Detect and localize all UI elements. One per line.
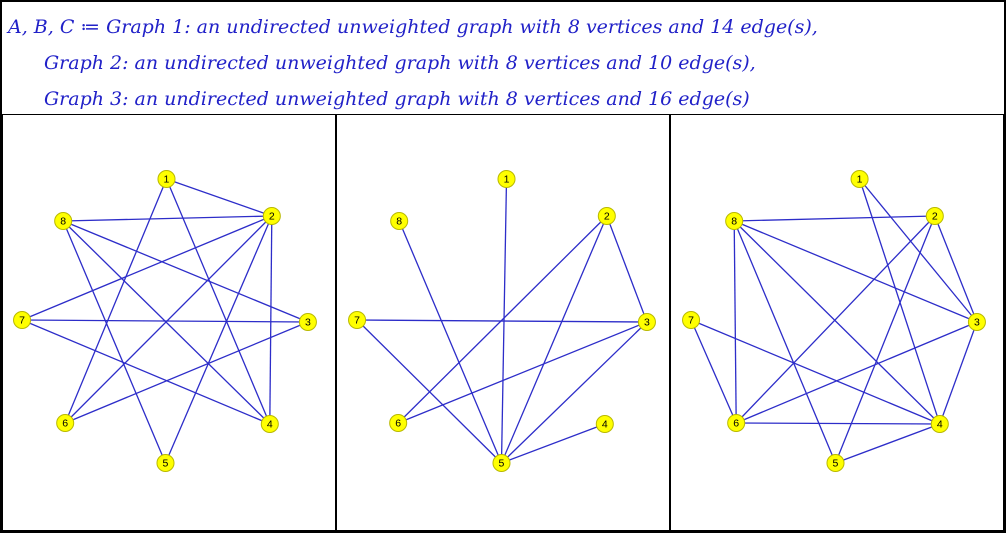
vertex-label-2: 2 [932,211,938,223]
edge-3-8 [62,220,309,323]
vertex-label-7: 7 [354,315,360,327]
vertex-8 [54,212,73,230]
edge-1-4 [165,178,271,425]
vertex-label-8: 8 [60,216,66,228]
vertex-7 [682,311,701,329]
edge-5-8 [62,220,167,464]
edge-2-4 [269,215,273,425]
vertex-7 [348,311,367,329]
edge-1-3 [859,178,978,323]
vertex-label-3: 3 [644,317,650,329]
edge-4-5 [835,423,941,464]
vertex-4 [260,415,279,433]
edge-3-6 [64,321,309,424]
edge-3-5 [501,321,648,464]
edge-1-4 [858,178,941,425]
vertex-label-6: 6 [395,418,401,430]
vertex-label-5: 5 [833,458,839,470]
edge-4-6 [736,422,940,425]
vertex-7 [13,311,32,329]
edge-4-5 [501,423,606,464]
vertex-label-4: 4 [937,419,943,431]
edge-4-7 [690,319,941,425]
vertex-3 [298,313,317,331]
vertex-8 [725,212,744,230]
edge-5-8 [733,220,837,464]
vertex-label-2: 2 [604,211,610,223]
edge-2-5 [500,215,608,464]
vertex-1 [850,170,869,188]
vertex-label-6: 6 [733,418,739,430]
graph-plots-row: 1 2 3 4 5 6 7 8 1 2 3 4 5 6 7 8 1 2 3 4 5 6 7 8 [2,114,1004,531]
graph-3-plot[interactable]: 1 2 3 4 5 6 7 8 [671,115,1003,530]
edge-3-4 [939,321,978,425]
vertex-label-3: 3 [974,317,980,329]
vertex-6 [389,414,408,432]
vertex-label-8: 8 [731,216,737,228]
edge-5-7 [356,319,502,464]
vertex-label-1: 1 [857,174,863,186]
vertex-label-5: 5 [499,458,505,470]
edge-2-8 [63,215,272,222]
vertex-label-7: 7 [19,315,25,327]
vertex-6 [56,414,75,432]
graph-1-plot[interactable]: 1 2 3 4 5 6 7 8 [3,115,335,530]
edge-3-6 [735,321,978,424]
edge-1-6 [64,178,168,424]
vertex-2 [262,207,281,225]
vertex-8 [390,212,409,230]
vertex-5 [492,454,511,472]
edge-2-7 [21,215,273,321]
edge-1-2 [166,178,273,217]
edge-6-8 [733,220,737,424]
edge-4-8 [62,220,271,425]
result-text: A, B, C ≔ Graph 1: an undirected unweigh… [2,2,1004,114]
vertex-label-2: 2 [269,211,275,223]
graph-panel-1: 1 2 3 4 5 6 7 8 [2,114,336,531]
result-line-2: Graph 2: an undirected unweighted graph … [44,52,756,74]
vertex-label-1: 1 [504,174,510,186]
vertex-3 [967,313,986,331]
vertex-2 [597,207,616,225]
vertex-6 [727,414,746,432]
edge-2-3 [934,215,978,323]
edge-2-6 [397,215,608,424]
vertex-label-8: 8 [396,216,402,228]
vertex-label-1: 1 [164,174,170,186]
vertex-1 [157,170,176,188]
vertex-4 [930,415,949,433]
edge-6-7 [690,319,737,424]
edge-2-8 [734,215,935,222]
edge-2-6 [64,215,273,424]
edge-2-3 [606,215,648,323]
vertex-3 [637,313,656,331]
edge-3-7 [357,319,647,323]
result-line-1: A, B, C ≔ Graph 1: an undirected unweigh… [8,16,818,38]
edge-2-5 [834,215,936,464]
vertex-4 [595,415,614,433]
edge-2-5 [164,215,273,464]
vertex-label-5: 5 [163,458,169,470]
edge-4-7 [21,319,271,425]
graph-2-plot[interactable]: 1 2 3 4 5 6 7 8 [337,115,669,530]
vertex-2 [925,207,944,225]
vertex-label-6: 6 [62,418,68,430]
edge-3-6 [397,321,648,424]
vertex-label-4: 4 [267,419,273,431]
vertex-5 [156,454,175,472]
vertex-1 [497,170,516,188]
result-line-3: Graph 3: an undirected unweighted graph … [44,88,750,110]
edge-5-8 [398,220,503,464]
graph-panel-3: 1 2 3 4 5 6 7 8 [670,114,1004,531]
edge-3-8 [733,220,978,323]
edge-2-6 [735,215,936,424]
edge-4-8 [733,220,941,425]
vertex-label-3: 3 [305,317,311,329]
vertex-label-7: 7 [688,315,694,327]
graph-panel-2: 1 2 3 4 5 6 7 8 [336,114,670,531]
vertex-label-4: 4 [602,419,608,431]
vertex-5 [826,454,845,472]
